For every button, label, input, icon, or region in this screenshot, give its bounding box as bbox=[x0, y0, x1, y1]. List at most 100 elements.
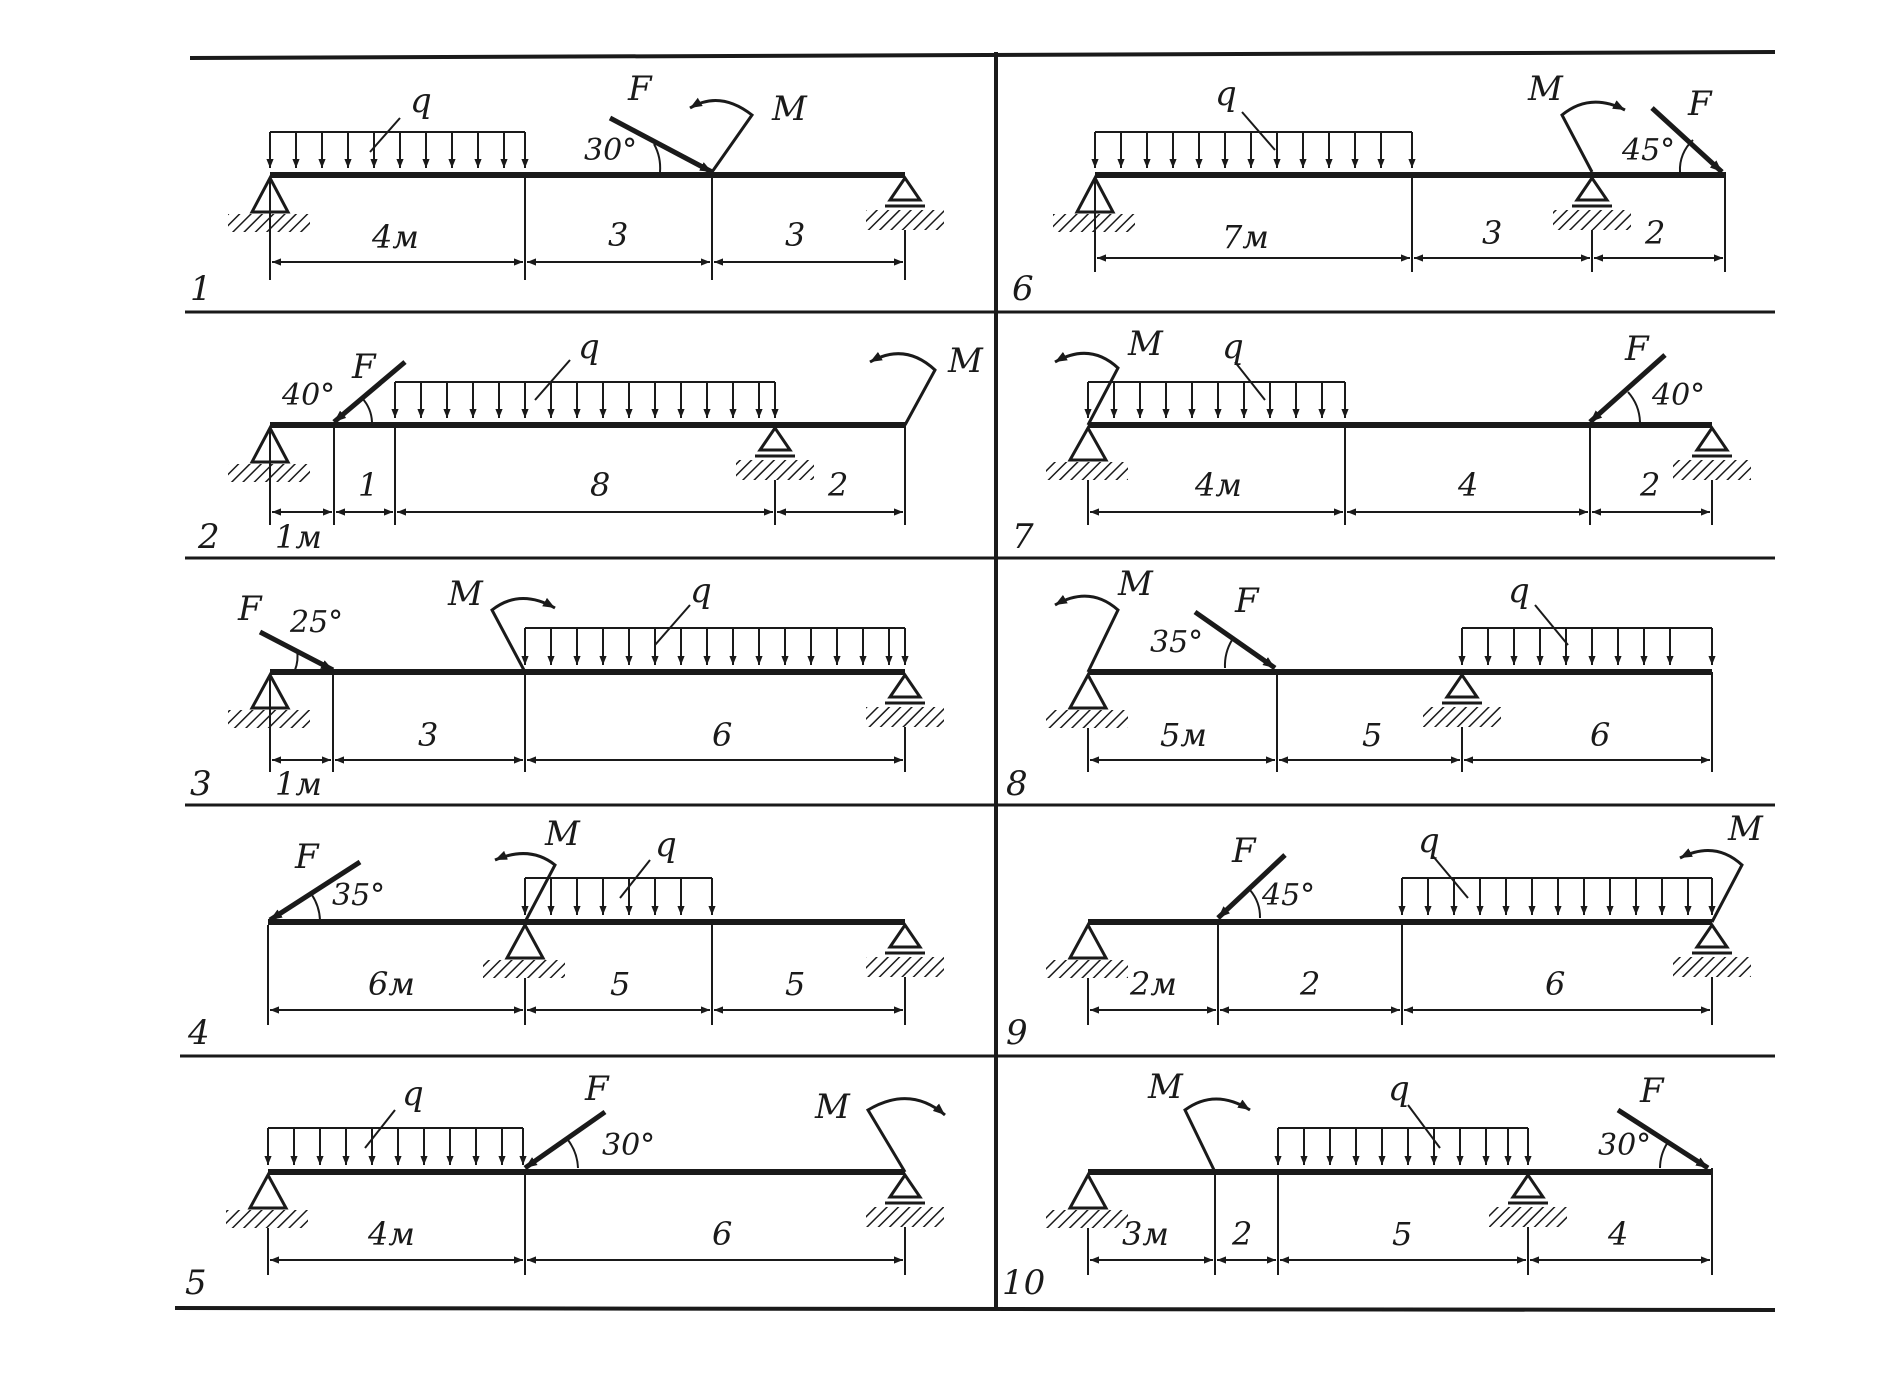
pin-support-left bbox=[1046, 424, 1128, 480]
roller-support-mid bbox=[1489, 1172, 1567, 1227]
roller-support-right bbox=[866, 175, 944, 230]
force-F-arrow bbox=[608, 115, 714, 175]
angle-arc bbox=[1223, 639, 1233, 669]
dim-label-2: 5 bbox=[1362, 716, 1382, 754]
q-label: q bbox=[1388, 1069, 1410, 1109]
dim-label-3: 8 bbox=[590, 466, 610, 504]
roller-support-right bbox=[1673, 922, 1751, 977]
moment-M-arrow bbox=[494, 850, 557, 923]
angle-label: 35° bbox=[1150, 625, 1203, 660]
q-leader bbox=[654, 604, 691, 646]
dim-label-1: 4м bbox=[371, 218, 419, 256]
roller-support-mid bbox=[1553, 175, 1631, 230]
dimension-lines bbox=[1094, 175, 1723, 272]
f-label: F bbox=[1639, 1071, 1665, 1111]
dim-label-3: 6 bbox=[712, 716, 732, 754]
m-label: M bbox=[771, 89, 808, 129]
m-label: M bbox=[1527, 69, 1564, 109]
dim-label-2: 4 bbox=[1457, 466, 1478, 504]
q-label: q bbox=[1508, 571, 1530, 611]
distributed-load-q bbox=[264, 1127, 527, 1165]
angle-label: 30° bbox=[584, 133, 637, 168]
angle-arc bbox=[1627, 391, 1641, 423]
roller-support-right bbox=[1673, 425, 1751, 480]
q-leader bbox=[619, 859, 651, 899]
dimension-lines bbox=[267, 1172, 906, 1275]
dim-label-1: 4м bbox=[367, 1215, 415, 1253]
dimension-lines bbox=[1087, 1172, 1710, 1275]
dim-label-1: 1м bbox=[275, 765, 322, 803]
panel-number: 5 bbox=[185, 1263, 207, 1303]
q-leader bbox=[364, 1109, 396, 1149]
panel-5: q F M 30° 4м 6 5 bbox=[185, 1069, 946, 1303]
angle-arc bbox=[567, 1139, 579, 1169]
angle-arc bbox=[1249, 889, 1262, 919]
angle-arc bbox=[1659, 1141, 1669, 1169]
pin-support-left bbox=[1046, 671, 1128, 728]
grid-frame bbox=[174, 50, 1776, 1312]
moment-M-arrow bbox=[1054, 351, 1120, 426]
moment-M-arrow bbox=[1054, 594, 1120, 673]
angle-label: 45° bbox=[1261, 878, 1315, 913]
q-leader bbox=[369, 117, 401, 153]
panel-7: q F M 40° 4м 4 2 7 bbox=[1012, 324, 1751, 557]
pin-support-left bbox=[1046, 1171, 1128, 1228]
q-leader bbox=[1234, 361, 1266, 401]
q-label: q bbox=[410, 81, 432, 121]
q-label: q bbox=[578, 327, 600, 367]
dim-label-2: 3 bbox=[1482, 214, 1502, 252]
dim-label-3: 5 bbox=[785, 965, 805, 1003]
m-label: M bbox=[544, 814, 581, 854]
f-label: F bbox=[1234, 581, 1260, 621]
panel-4: q F M 35° 6м 5 5 4 bbox=[187, 814, 944, 1053]
force-F-arrow bbox=[1193, 609, 1277, 671]
f-label: F bbox=[1231, 831, 1257, 871]
f-label: F bbox=[351, 347, 377, 387]
m-label: M bbox=[1147, 1067, 1184, 1107]
angle-label: 35° bbox=[332, 878, 385, 913]
force-F-arrow bbox=[523, 1109, 607, 1171]
roller-support-right bbox=[866, 922, 944, 977]
dim-label-3: 5 bbox=[1392, 1215, 1412, 1253]
q-label: q bbox=[1215, 74, 1237, 114]
panel-10: q F M 30° 3м 2 5 4 10 bbox=[1002, 1067, 1713, 1303]
f-label: F bbox=[627, 69, 653, 109]
panel-number: 3 bbox=[190, 764, 212, 804]
m-label: M bbox=[947, 341, 984, 381]
angle-arc bbox=[361, 397, 373, 423]
angle-label: 40° bbox=[1651, 378, 1705, 413]
dimension-lines bbox=[269, 672, 906, 772]
dim-label-2: 5 bbox=[610, 965, 630, 1003]
panel-number: 9 bbox=[1006, 1013, 1028, 1053]
dimension-lines bbox=[1087, 425, 1713, 525]
angle-arc bbox=[1678, 139, 1694, 173]
dim-label-1: 2м bbox=[1129, 965, 1177, 1003]
dim-label-4: 4 bbox=[1607, 1215, 1628, 1253]
f-label: F bbox=[584, 1069, 610, 1109]
angle-arc bbox=[653, 143, 662, 173]
dimension-lines bbox=[1087, 672, 1713, 772]
angle-label: 30° bbox=[602, 1128, 655, 1163]
dim-label-2: 2 bbox=[1231, 1215, 1252, 1253]
angle-label: 30° bbox=[1598, 1128, 1651, 1163]
q-label: q bbox=[655, 825, 677, 865]
m-label: M bbox=[447, 574, 484, 614]
angle-label: 40° bbox=[281, 378, 335, 413]
m-label: M bbox=[814, 1087, 851, 1127]
dim-label-1: 6м bbox=[368, 965, 415, 1003]
panel-number: 2 bbox=[197, 517, 220, 557]
angle-label: 25° bbox=[289, 605, 343, 640]
pin-support-left bbox=[1046, 921, 1128, 978]
q-label: q bbox=[402, 1074, 424, 1114]
moment-M-arrow bbox=[490, 597, 556, 673]
force-F-arrow bbox=[268, 859, 362, 923]
dim-label-2: 3 bbox=[608, 216, 628, 254]
panel-number: 8 bbox=[1006, 764, 1028, 804]
panel-9: q F M 45° 2м 2 6 9 bbox=[1006, 809, 1764, 1053]
dim-label-2: 3 bbox=[418, 716, 438, 754]
panel-3: q F M 25° 1м 3 6 3 bbox=[190, 571, 944, 804]
q-leader bbox=[534, 359, 571, 401]
dim-label-1: 7м bbox=[1222, 218, 1269, 256]
dim-label-1: 4м bbox=[1194, 466, 1242, 504]
